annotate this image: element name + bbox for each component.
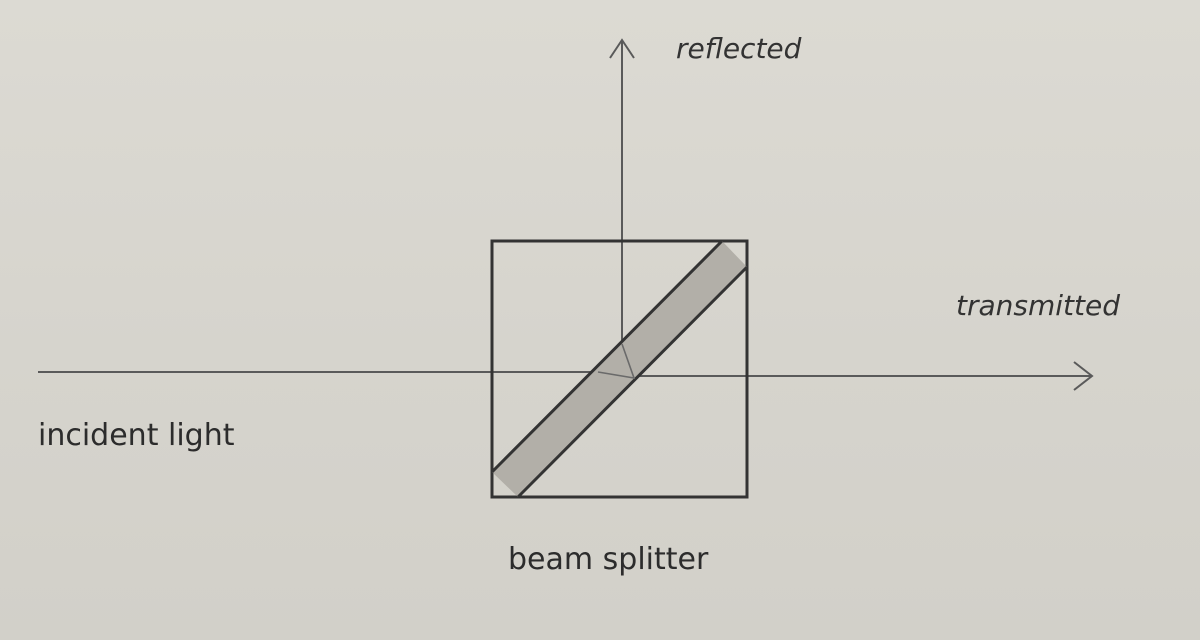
reflected-label: reflected	[676, 32, 802, 65]
transmitted-label: transmitted	[956, 289, 1120, 322]
coating-edge-upper	[490, 239, 724, 474]
coating-edge-lower	[516, 265, 749, 499]
incident-light-label: incident light	[38, 418, 235, 453]
splitter-coating	[492, 241, 747, 497]
beam-splitter-label: beam splitter	[508, 542, 709, 577]
reflected-arrowhead	[609, 38, 635, 59]
transmitted-arrowhead	[1073, 361, 1094, 391]
beam-splitter-cube	[490, 239, 749, 499]
refracted-path	[597, 343, 636, 380]
